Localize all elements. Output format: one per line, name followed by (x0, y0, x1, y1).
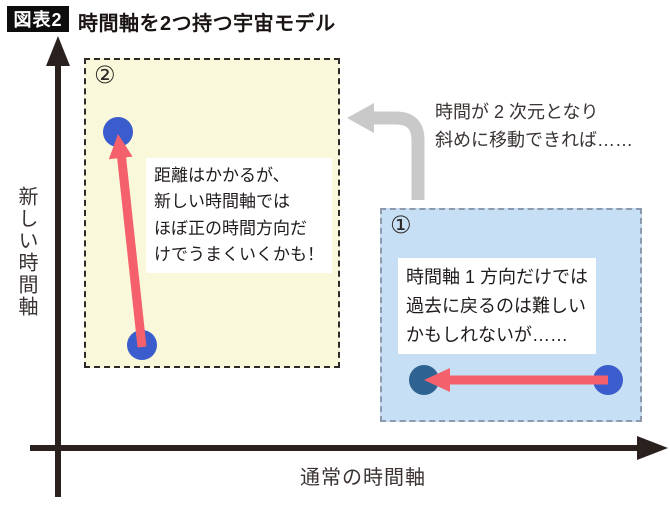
x-axis-label: 通常の時間軸 (300, 467, 426, 489)
y-axis-label: 新しい時間軸 (15, 186, 37, 318)
note-line: ほぼ正の時間方向だ (154, 218, 307, 238)
note-line: 時間軸 1 方向だけでは (406, 267, 589, 287)
panel-number-2: ② (94, 62, 116, 89)
annotation-line: 斜めに移動できれば…… (435, 129, 633, 150)
annotation-line: 時間が 2 次元となり (435, 102, 599, 122)
note-line: けでうまくいくかも！ (154, 245, 324, 265)
y-axis-arrowhead-icon (46, 36, 70, 66)
x-axis-arrowhead-icon (637, 436, 668, 460)
note-line: 過去に戻るのは難しい (406, 295, 586, 316)
page-title: 時間軸を2つ持つ宇宙モデル (78, 13, 336, 35)
note-line: 新しい時間軸では (154, 192, 290, 212)
figure-number-badge: 図表2 (7, 6, 69, 32)
note-normal-time-axis: 時間軸 1 方向だけでは 過去に戻るのは難しい かもしれないが…… (398, 258, 597, 355)
gray-arrowhead-icon (347, 103, 374, 133)
panel-normal-time-axis: ① 時間軸 1 方向だけでは 過去に戻るのは難しい かもしれないが…… (380, 208, 642, 422)
annotation-two-dimensional-time: 時間が 2 次元となり 斜めに移動できれば…… (435, 99, 633, 155)
gray-elbow-arrow (374, 111, 425, 200)
note-line: かもしれないが…… (406, 324, 568, 345)
panel-number-1: ① (390, 212, 412, 239)
note-new-time-axis: 距離はかかるが、 新しい時間軸では ほぼ正の時間方向だ けでうまくいくかも！ (146, 158, 332, 274)
note-line: 距離はかかるが、 (154, 166, 290, 185)
panel-new-time-axis: ② 距離はかかるが、 新しい時間軸では ほぼ正の時間方向だ けでうまくいくかも！ (84, 58, 340, 368)
